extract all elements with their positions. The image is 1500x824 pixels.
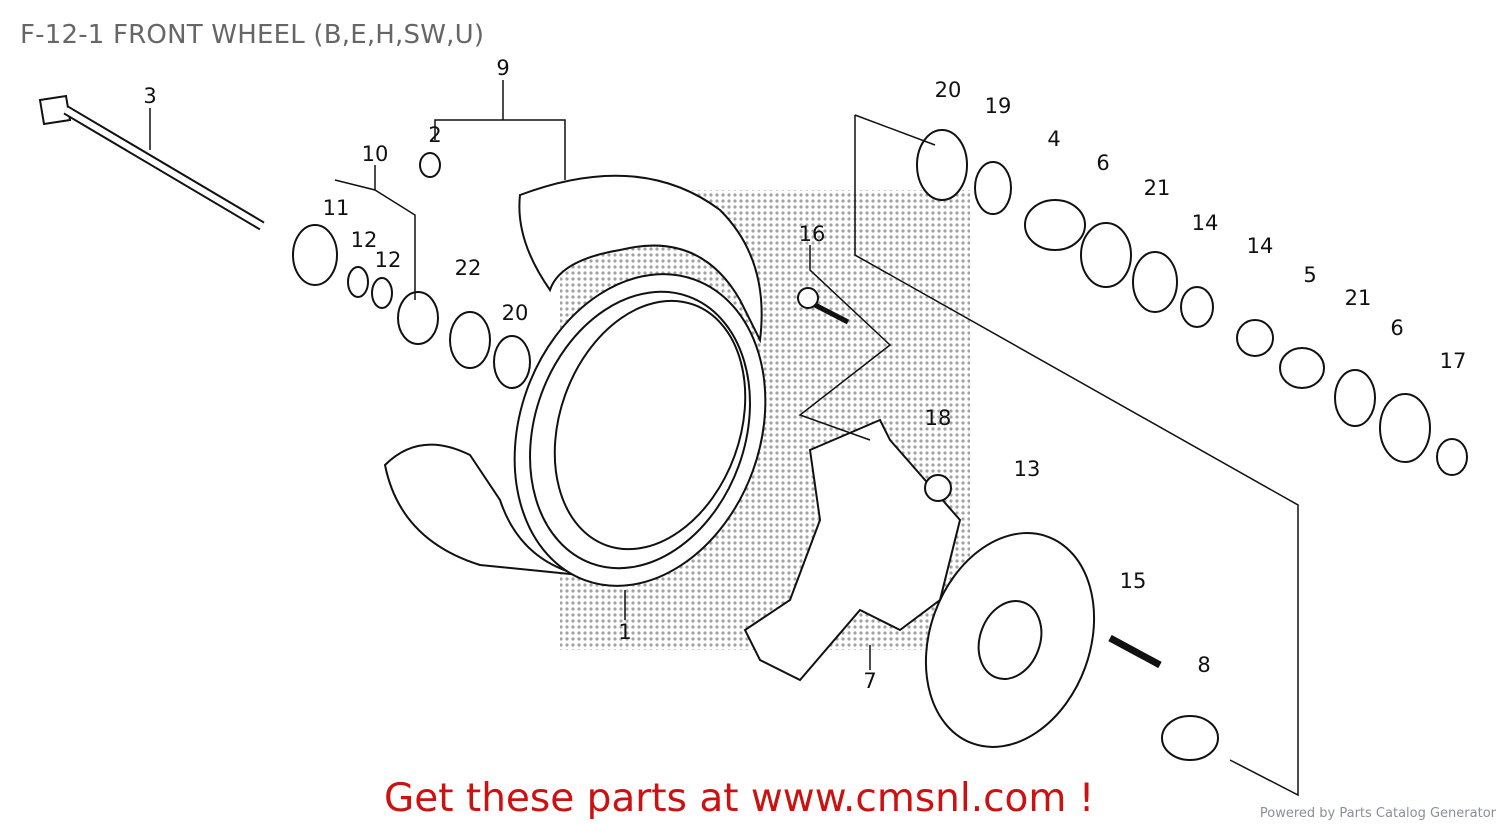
callout-14a: 14 [1191, 211, 1219, 235]
callout-13: 13 [1013, 457, 1041, 481]
axle-part [38, 94, 265, 231]
callout-4: 4 [1047, 127, 1061, 151]
callout-17: 17 [1439, 349, 1467, 373]
callout-7: 7 [863, 669, 877, 693]
callout-16: 16 [798, 222, 826, 246]
callout-20a: 20 [501, 301, 529, 325]
callout-8: 8 [1197, 653, 1211, 677]
callout-19: 19 [984, 94, 1012, 118]
brake-disc-part [924, 532, 1096, 748]
powered-by-text: Powered by Parts Catalog Generator [1259, 806, 1496, 821]
callout-12b: 12 [374, 248, 402, 272]
small-parts [292, 129, 1468, 761]
callout-11: 11 [322, 196, 350, 220]
callout-10: 10 [361, 142, 389, 166]
leader-lines [149, 80, 1299, 797]
rim-part [513, 273, 767, 587]
callout-6a: 6 [1096, 151, 1110, 175]
callout-21b: 21 [1344, 286, 1372, 310]
promo-link[interactable]: Get these parts at www.cmsnl.com ! [384, 776, 1095, 821]
callout-6b: 6 [1390, 316, 1404, 340]
callout-14b: 14 [1246, 234, 1274, 258]
callout-3: 3 [143, 84, 157, 108]
callout-1: 1 [618, 620, 632, 644]
callout-5: 5 [1303, 263, 1317, 287]
diagram-title: F-12-1 FRONT WHEEL (B,E,H,SW,U) [20, 20, 485, 50]
callout-18: 18 [924, 406, 952, 430]
callout-12a: 12 [350, 228, 378, 252]
callout-9: 9 [496, 56, 510, 80]
callout-21a: 21 [1143, 176, 1171, 200]
hub-part [743, 418, 962, 682]
tire-part [383, 174, 763, 576]
callout-22: 22 [454, 256, 482, 280]
callout-2: 2 [428, 123, 442, 147]
callout-15: 15 [1119, 569, 1147, 593]
callout-20b: 20 [934, 78, 962, 102]
